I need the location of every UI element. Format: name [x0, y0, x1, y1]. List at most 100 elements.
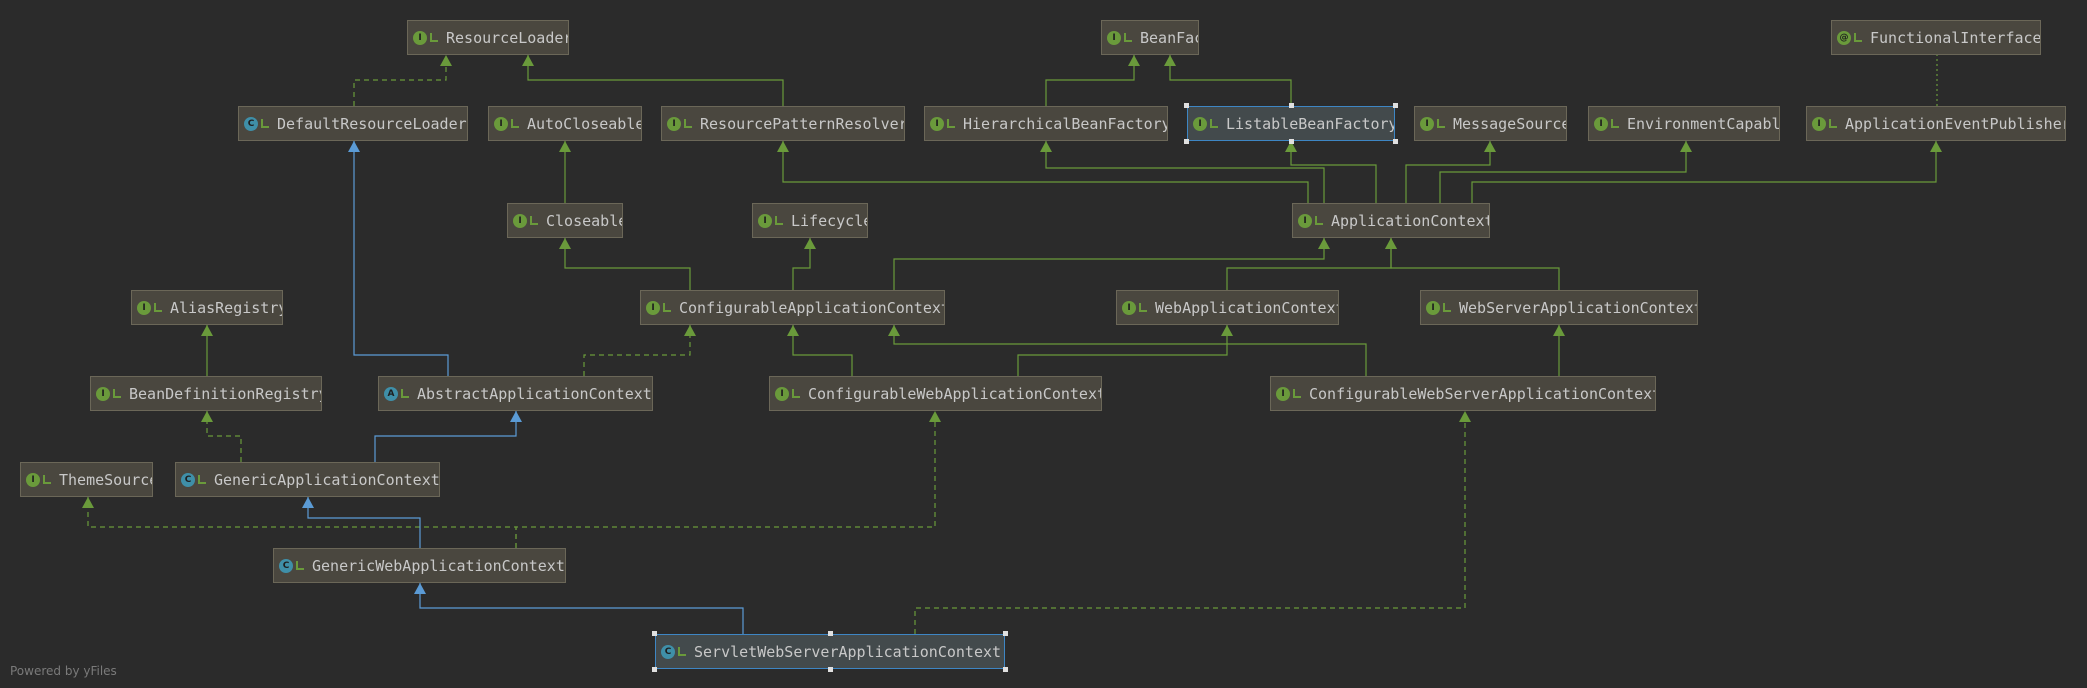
arrowhead	[414, 583, 426, 594]
selection-handle[interactable]	[652, 667, 657, 672]
node-label: ConfigurableWebServerApplicationContext	[1309, 384, 1655, 403]
interface-badge-icon: I	[1107, 30, 1121, 45]
public-modifier-icon	[530, 216, 538, 225]
interface-badge-icon: I	[1193, 116, 1207, 131]
selection-handle[interactable]	[652, 631, 657, 636]
node-label: DefaultResourceLoader	[277, 114, 467, 133]
selection-handle[interactable]	[1003, 667, 1008, 672]
edge-generic-web-application-context-to-generic-application-context	[302, 497, 421, 548]
public-modifier-icon	[261, 119, 269, 128]
selection-handle[interactable]	[828, 667, 833, 672]
node-label: MessageSource	[1453, 114, 1566, 133]
interface-badge-icon: I	[26, 472, 40, 487]
node-bean-factory[interactable]: IBeanFactory	[1101, 20, 1199, 55]
edge-default-resource-loader-to-resource-loader	[353, 55, 452, 106]
edge-generic-application-context-to-abstract-application-context	[374, 411, 522, 462]
node-label: Closeable	[546, 211, 622, 230]
arrowhead	[82, 497, 94, 508]
public-modifier-icon	[1293, 389, 1301, 398]
interface-badge-icon: I	[1420, 116, 1434, 131]
node-label: Lifecycle	[791, 211, 867, 230]
arrowhead	[348, 141, 360, 152]
interface-badge-icon: I	[96, 386, 110, 401]
selection-handle[interactable]	[1184, 103, 1189, 108]
selection-handle[interactable]	[1003, 631, 1008, 636]
arrowhead	[684, 325, 696, 336]
selection-handle[interactable]	[1289, 139, 1294, 144]
interface-badge-icon: I	[494, 116, 508, 131]
node-label: ConfigurableApplicationContext	[679, 298, 944, 317]
interface-badge-icon: I	[513, 213, 527, 228]
interface-badge-icon: I	[1812, 116, 1826, 131]
selection-handle[interactable]	[828, 631, 833, 636]
edge-configurable-application-context-to-application-context	[893, 238, 1330, 290]
edge-closeable-to-auto-closeable	[559, 141, 571, 203]
public-modifier-icon	[1437, 119, 1445, 128]
public-modifier-icon	[1139, 303, 1147, 312]
node-label: GenericWebApplicationContext	[312, 556, 565, 575]
edge-hierarchical-bean-factory-to-bean-factory	[1045, 55, 1140, 106]
selection-handle[interactable]	[1184, 139, 1189, 144]
public-modifier-icon	[511, 119, 519, 128]
node-configurable-application-context[interactable]: I ConfigurableApplicationContext	[640, 290, 945, 325]
arrowhead	[1930, 141, 1942, 152]
interface-badge-icon: I	[413, 30, 427, 45]
arrowhead	[440, 55, 452, 66]
arrowhead	[1680, 141, 1692, 152]
edge-configurable-web-application-context-to-configurable-application-context	[787, 325, 853, 376]
edge-application-context-to-application-event-publisher	[1471, 141, 1942, 203]
node-message-source[interactable]: I MessageSource	[1414, 106, 1567, 141]
edge-configurable-web-application-context-to-web-application-context	[1017, 325, 1233, 376]
edge-bean-definition-registry-to-alias-registry	[201, 325, 213, 376]
interface-badge-icon: I	[137, 300, 151, 315]
selection-handle[interactable]	[1393, 103, 1398, 108]
node-label: ConfigurableWebApplicationContext	[808, 384, 1101, 403]
edge-servlet-web-server-application-context-to-configurable-web-server-application-context	[914, 411, 1471, 634]
interface-badge-icon: I	[1298, 213, 1312, 228]
selection-handle[interactable]	[1393, 139, 1398, 144]
selection-handle[interactable]	[1289, 103, 1294, 108]
public-modifier-icon	[947, 119, 955, 128]
interface-badge-icon: I	[646, 300, 660, 315]
public-modifier-icon	[678, 647, 686, 656]
annotation-badge-icon: @	[1837, 30, 1851, 45]
public-modifier-icon	[1124, 33, 1132, 42]
arrowhead	[777, 141, 789, 152]
abstract-badge-icon: A	[384, 386, 398, 401]
node-label: WebServerApplicationContext	[1459, 298, 1697, 317]
node-closeable[interactable]: I Closeable	[507, 203, 623, 238]
edge-configurable-web-server-application-context-to-configurable-application-context	[888, 325, 1367, 376]
public-modifier-icon	[663, 303, 671, 312]
class-badge-icon: C	[661, 644, 675, 659]
arrowhead	[559, 238, 571, 249]
arrowhead	[1040, 141, 1052, 152]
public-modifier-icon	[1829, 119, 1837, 128]
arrowhead	[1164, 55, 1176, 66]
node-functional-interface[interactable]: @FunctionalInterface	[1831, 20, 2041, 55]
arrowhead	[510, 411, 522, 422]
public-modifier-icon	[1315, 216, 1323, 225]
arrowhead	[929, 411, 941, 422]
